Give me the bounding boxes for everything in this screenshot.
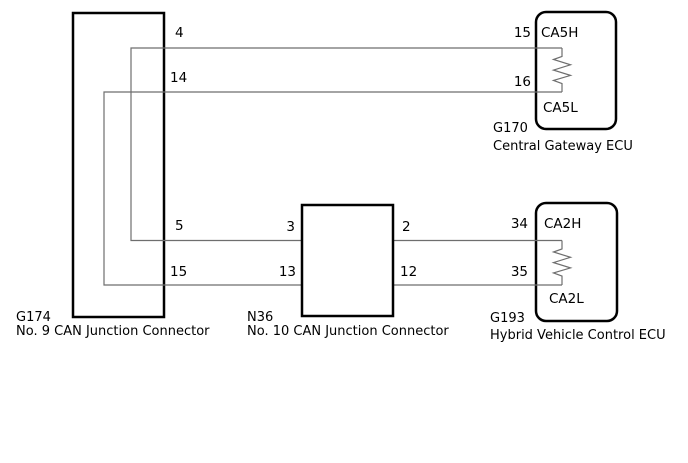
n36-code: N36 [247, 310, 273, 325]
g174-caption: No. 9 CAN Junction Connector [16, 324, 210, 339]
g193-port-ca2h-label: CA2H [544, 216, 581, 232]
g170-port-ca5h-label: CA5H [541, 25, 578, 41]
n36-pin-12-label: 12 [400, 264, 417, 280]
g174-pin-14-label: 14 [170, 70, 187, 86]
n36-caption: No. 10 CAN Junction Connector [247, 324, 449, 339]
g193-ecu-box [534, 201, 619, 323]
n36-pin-3-label: 3 [286, 219, 295, 235]
g193-port-ca2l-label: CA2L [549, 291, 584, 307]
g170-port-ca5l-label: CA5L [543, 100, 578, 116]
n36-pin-13-label: 13 [279, 264, 296, 280]
g170-pin-16-label: 16 [514, 74, 531, 90]
g170-pin-15-label: 15 [514, 25, 531, 41]
g174-junction-connector-box [71, 11, 166, 319]
g174-pin-4-label: 4 [175, 25, 184, 41]
g193-terminating-resistor-icon [551, 240, 573, 285]
g193-pin-35-label: 35 [511, 264, 528, 280]
g170-ecu-box [534, 10, 618, 131]
n36-junction-connector-box [300, 203, 395, 318]
g193-caption: Hybrid Vehicle Control ECU [490, 328, 666, 343]
g174-pin-15-label: 15 [170, 264, 187, 280]
g170-terminating-resistor-icon [551, 48, 573, 92]
n36-pin-2-label: 2 [402, 219, 411, 235]
g174-pin-5-label: 5 [175, 218, 184, 234]
g174-code: G174 [16, 310, 51, 325]
g193-pin-34-label: 34 [511, 216, 528, 232]
g193-code: G193 [490, 311, 525, 326]
g170-code: G170 [493, 121, 528, 136]
g170-caption: Central Gateway ECU [493, 139, 633, 154]
